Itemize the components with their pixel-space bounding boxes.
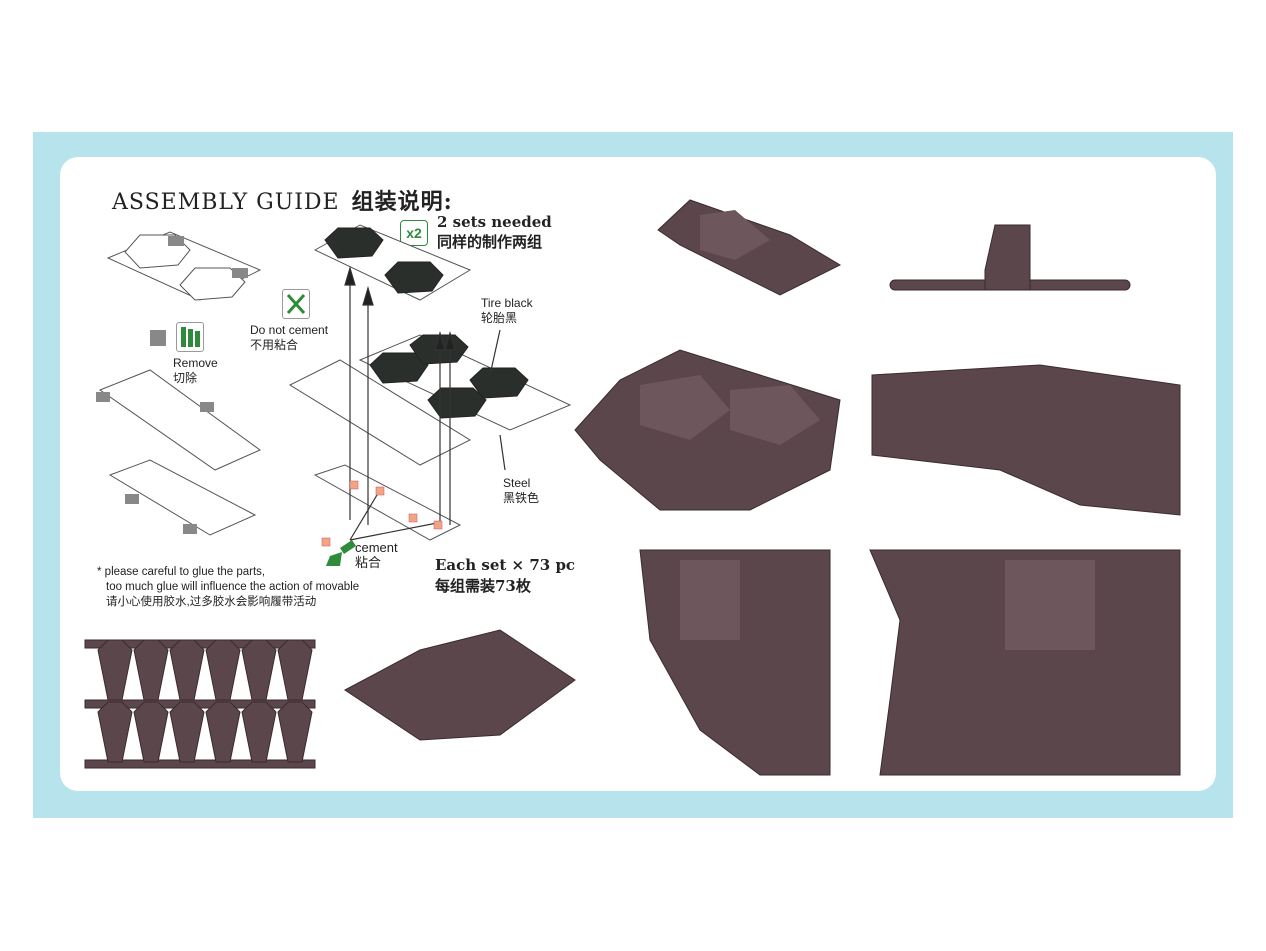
cement-brush-icon [326,540,356,566]
title-en: ASSEMBLY GUIDE [112,190,340,215]
title-zh: 组装说明: [351,189,453,215]
remove-icon [176,322,204,352]
x2-badge: x2 [400,220,428,246]
track-section-render-side [344,629,576,741]
track-section-render-flat [84,639,316,769]
track-link-part [288,359,472,466]
track-link-part [108,459,257,536]
sprue-gates [96,236,248,534]
track-pin-render [889,224,1131,291]
track-curve-render-b [869,549,1181,776]
assembly-arrows [344,265,506,541]
track-guide-horn-render [871,364,1181,516]
cement-points [321,480,443,547]
remove-swatch [150,330,166,346]
sets-en: 2 sets needed [437,213,552,231]
do-not-cement-icon [282,289,310,319]
render-highlights [640,210,1095,650]
tire-pad-outline [179,267,246,301]
page-title: ASSEMBLY GUIDE 组装说明: [112,184,453,216]
sets-needed: 2 sets needed 同样的制作两组 [437,212,552,252]
glue-warning-note: * please careful to glue the parts, too … [97,566,360,608]
sets-zh: 同样的制作两组 [437,233,543,251]
track-link-part [98,369,261,471]
